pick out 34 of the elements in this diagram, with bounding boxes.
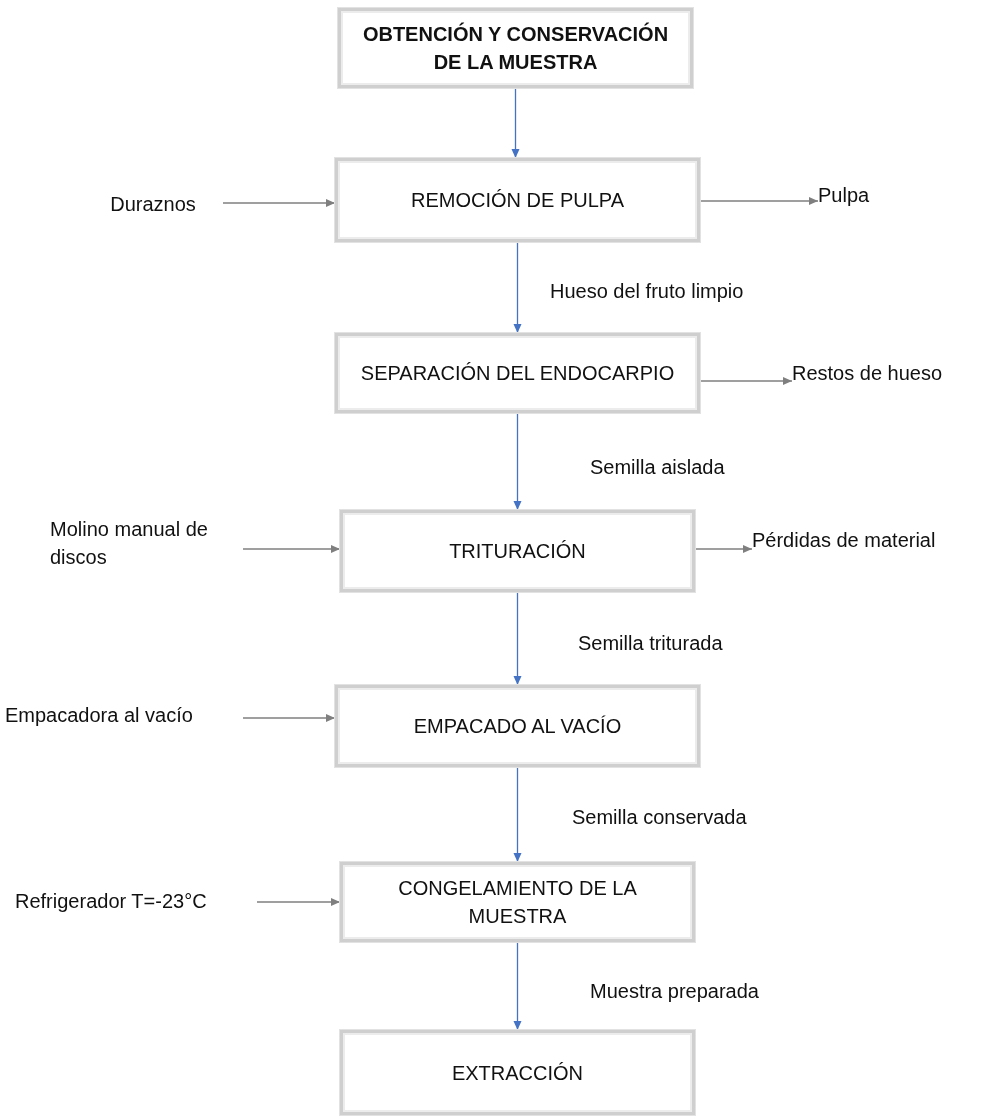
arrow xyxy=(699,377,793,385)
material-name: Empacadora al vacío xyxy=(5,703,194,728)
arrow xyxy=(222,199,336,207)
process-box xyxy=(335,685,700,767)
arrow xyxy=(513,591,522,686)
material-name: Molino manual de discos xyxy=(50,517,209,570)
arrow xyxy=(513,241,522,334)
process-box xyxy=(335,333,700,413)
step-name: CONGELAMIENTO DE LA MUESTRA xyxy=(397,876,638,929)
arrow xyxy=(513,941,522,1031)
step-name: EXTRACCIÓN xyxy=(451,1060,584,1086)
process-box xyxy=(340,862,695,942)
material-name: Duraznos xyxy=(109,192,197,217)
material-name: Pulpa xyxy=(818,183,871,208)
material-name: Restos de hueso xyxy=(792,361,944,386)
step-name: SEPARACIÓN DEL ENDOCARPIO xyxy=(360,361,675,386)
arrow xyxy=(513,766,522,863)
process-box xyxy=(338,8,693,88)
process-box xyxy=(340,510,695,592)
material-name: Pérdidas de material xyxy=(752,528,937,553)
arrow xyxy=(242,714,336,722)
arrow xyxy=(699,197,819,205)
step-name: REMOCIÓN DE PULPA xyxy=(411,188,624,213)
arrow xyxy=(511,87,520,159)
process-box xyxy=(340,1030,695,1115)
step-name: OBTENCIÓN Y CONSERVACIÓN DE LA MUESTRA xyxy=(361,21,670,75)
arrow xyxy=(242,545,341,553)
process-box xyxy=(335,158,700,242)
arrow xyxy=(694,545,753,553)
arrow xyxy=(256,898,341,906)
step-name: EMPACADO AL VACÍO xyxy=(413,714,622,739)
step-name: TRITURACIÓN xyxy=(449,539,586,564)
arrow xyxy=(513,412,522,511)
material-name: Refrigerador T=-23°C xyxy=(15,889,208,914)
